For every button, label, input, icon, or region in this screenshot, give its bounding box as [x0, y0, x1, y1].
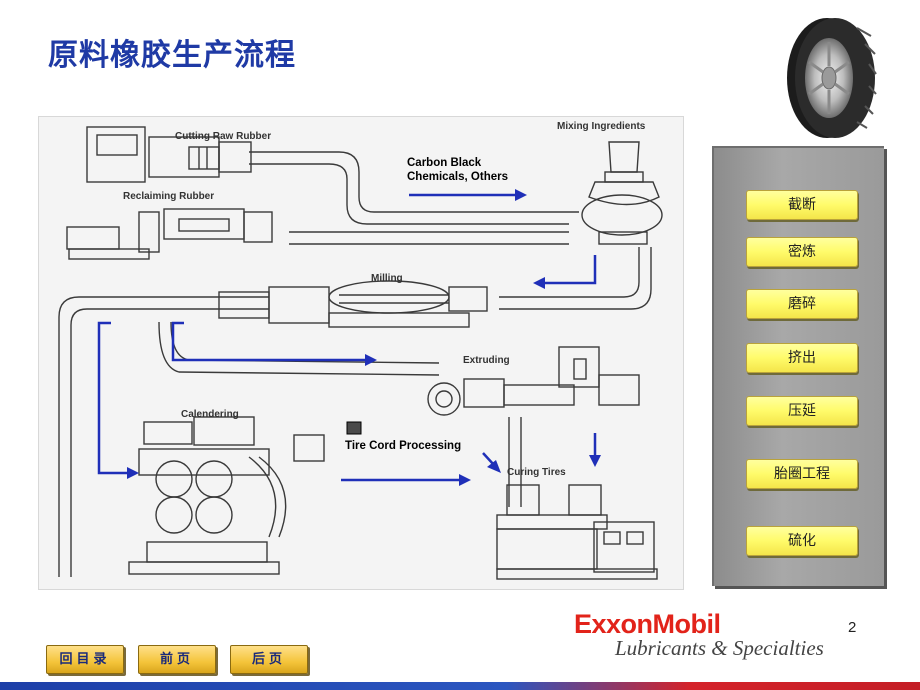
page-number: 2: [848, 619, 857, 636]
step-button-calendering[interactable]: 压延: [746, 396, 858, 426]
step-button-mixing[interactable]: 密炼: [746, 237, 858, 267]
process-diagram: Cutting Raw Rubber Reclaiming Rubber Mix…: [38, 116, 684, 590]
note-carbon-black: Carbon Black Chemicals, Others: [407, 156, 508, 184]
step-button-milling[interactable]: 磨碎: [746, 289, 858, 319]
note-carbon-line2: Chemicals, Others: [407, 171, 508, 183]
step-button-curing[interactable]: 硫化: [746, 526, 858, 556]
tire-image: [787, 18, 877, 138]
stage-label-curing: Curing Tires: [507, 467, 566, 478]
next-page-button[interactable]: 后页: [230, 645, 308, 674]
prev-page-button[interactable]: 前页: [138, 645, 216, 674]
toc-button[interactable]: 回目录: [46, 645, 124, 674]
stage-label-mixing: Mixing Ingredients: [557, 121, 646, 132]
stage-label-extruding: Extruding: [463, 355, 510, 366]
step-button-bead[interactable]: 胎圈工程: [746, 459, 858, 489]
step-button-cutting[interactable]: 截断: [746, 190, 858, 220]
step-button-extruding[interactable]: 挤出: [746, 343, 858, 373]
slide-title: 原料橡胶生产流程: [48, 38, 296, 73]
stage-label-reclaiming: Reclaiming Rubber: [123, 191, 215, 202]
stage-label-calendering: Calendering: [181, 409, 239, 420]
stage-label-milling: Milling: [371, 273, 403, 284]
brand-tagline: Lubricants & Specialties: [615, 636, 824, 660]
footer-bar: [0, 682, 920, 690]
stage-label-cutting: Cutting Raw Rubber: [175, 131, 272, 142]
steps-panel: 截断 密炼 磨碎 挤出 压延 胎圈工程 硫化: [712, 146, 884, 586]
note-tire-cord: Tire Cord Processing: [345, 440, 462, 452]
note-carbon-line1: Carbon Black: [407, 157, 482, 169]
tire-cord-icon: [346, 421, 362, 435]
process-flow-drawing: [58, 126, 663, 580]
exxonmobil-logo: ExxonMobil: [574, 609, 721, 639]
